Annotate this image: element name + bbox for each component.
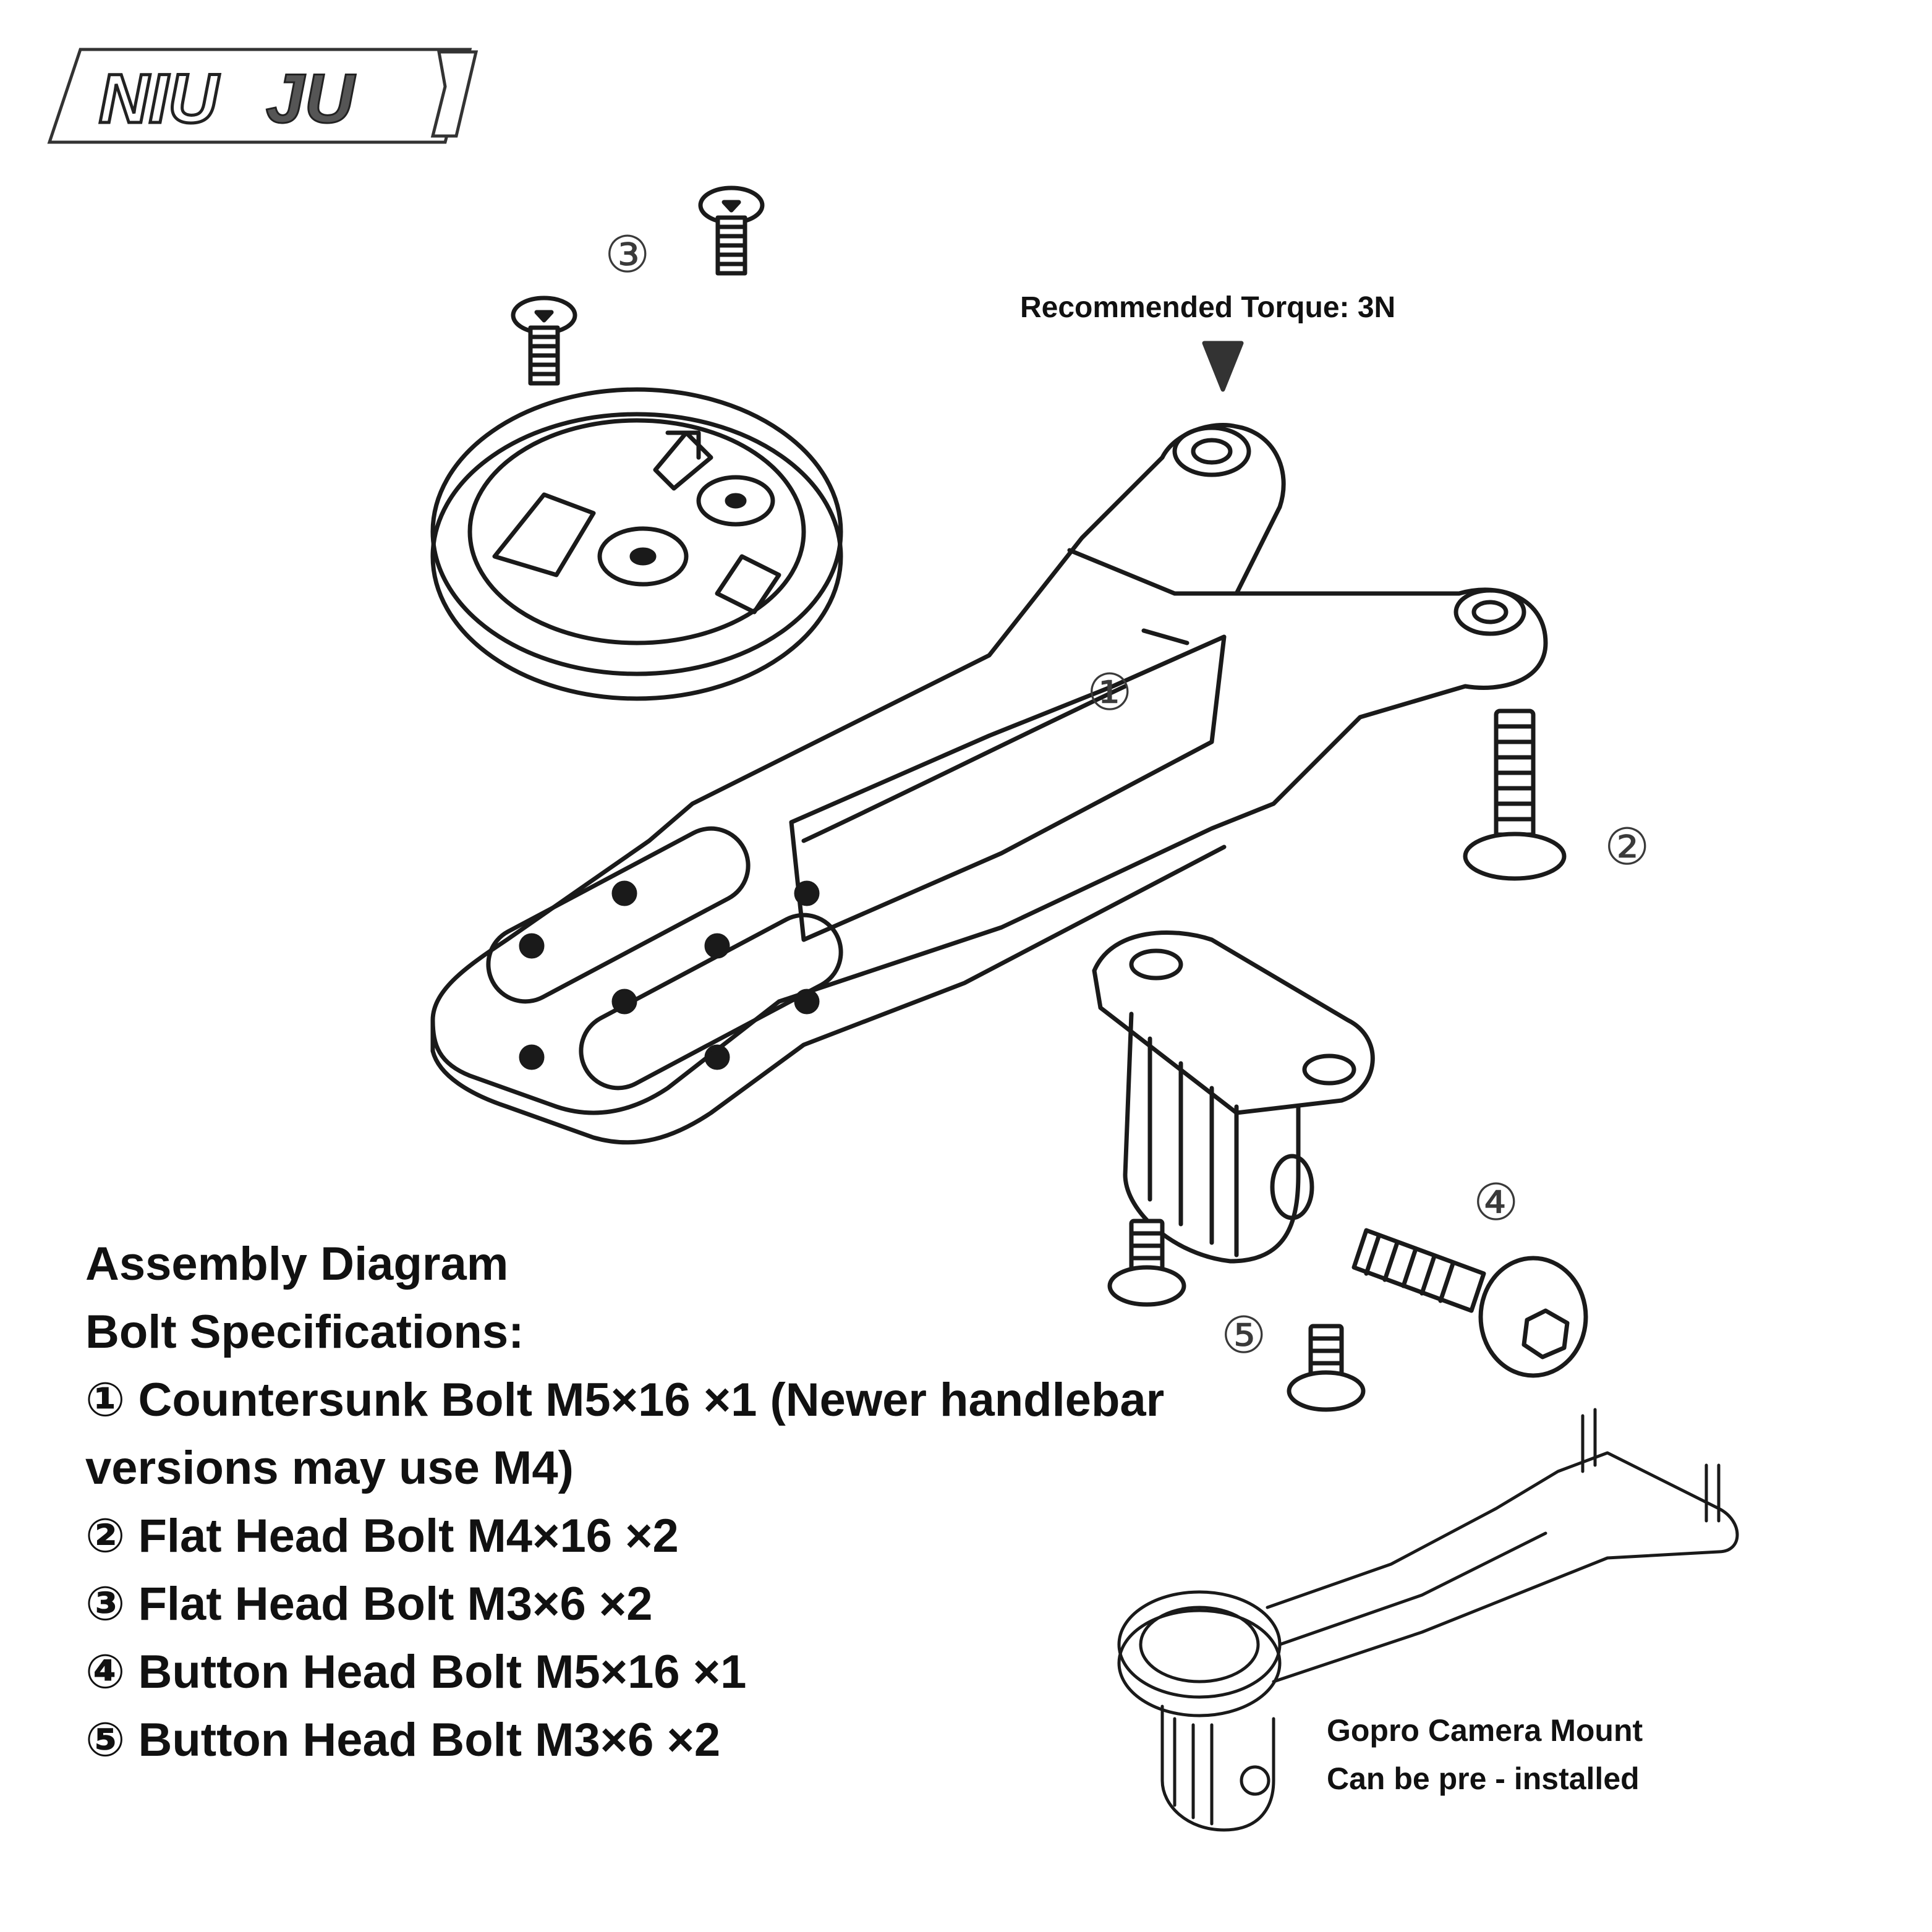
spec-subtitle: Bolt Specifications: [85, 1306, 524, 1358]
note-line-2: Can be pre - installed [1327, 1761, 1640, 1796]
marker-5: ⑤ [1221, 1306, 1267, 1365]
torque-label: Recommended Torque: 3N [1020, 291, 1396, 324]
brand-logo: NIU JU [43, 43, 488, 148]
spec-item-1: ① Countersunk Bolt M5×16 ×1 (Newer handl… [85, 1374, 1165, 1494]
bolt-5a [1107, 1219, 1186, 1307]
marker-1: ① [1087, 663, 1133, 722]
spec-item-5: ⑤ Button Head Bolt M3×6 ×2 [85, 1714, 721, 1766]
bolt-4 [1351, 1228, 1588, 1378]
bolt-2 [1463, 709, 1567, 881]
logo-text-left: NIU [99, 60, 220, 137]
spec-item-2: ② Flat Head Bolt M4×16 ×2 [85, 1510, 679, 1562]
marker-3: ③ [605, 226, 650, 284]
stem-body [430, 422, 1548, 1145]
marker-2: ② [1604, 818, 1650, 877]
gopro-note: Gopro Camera Mount Can be pre - installe… [1327, 1706, 1643, 1803]
bolt-5b [1287, 1324, 1366, 1412]
bolt-3a [511, 296, 577, 386]
bolt-3b [698, 185, 765, 276]
computer-mount-disc [430, 387, 843, 701]
assembled-preview [1117, 1408, 1739, 1832]
spec-item-4: ④ Button Head Bolt M5×16 ×1 [85, 1646, 747, 1698]
logo-text-right: JU [266, 60, 356, 137]
spec-title: Assembly Diagram [85, 1238, 509, 1290]
spec-item-3: ③ Flat Head Bolt M3×6 ×2 [85, 1578, 653, 1630]
marker-4: ④ [1473, 1173, 1519, 1232]
gopro-adapter [1092, 930, 1375, 1264]
torque-arrow-icon [1202, 341, 1244, 392]
note-line-1: Gopro Camera Mount [1327, 1713, 1643, 1748]
bolt-spec-block: Assembly Diagram Bolt Specifications: ① … [85, 1230, 1211, 1774]
